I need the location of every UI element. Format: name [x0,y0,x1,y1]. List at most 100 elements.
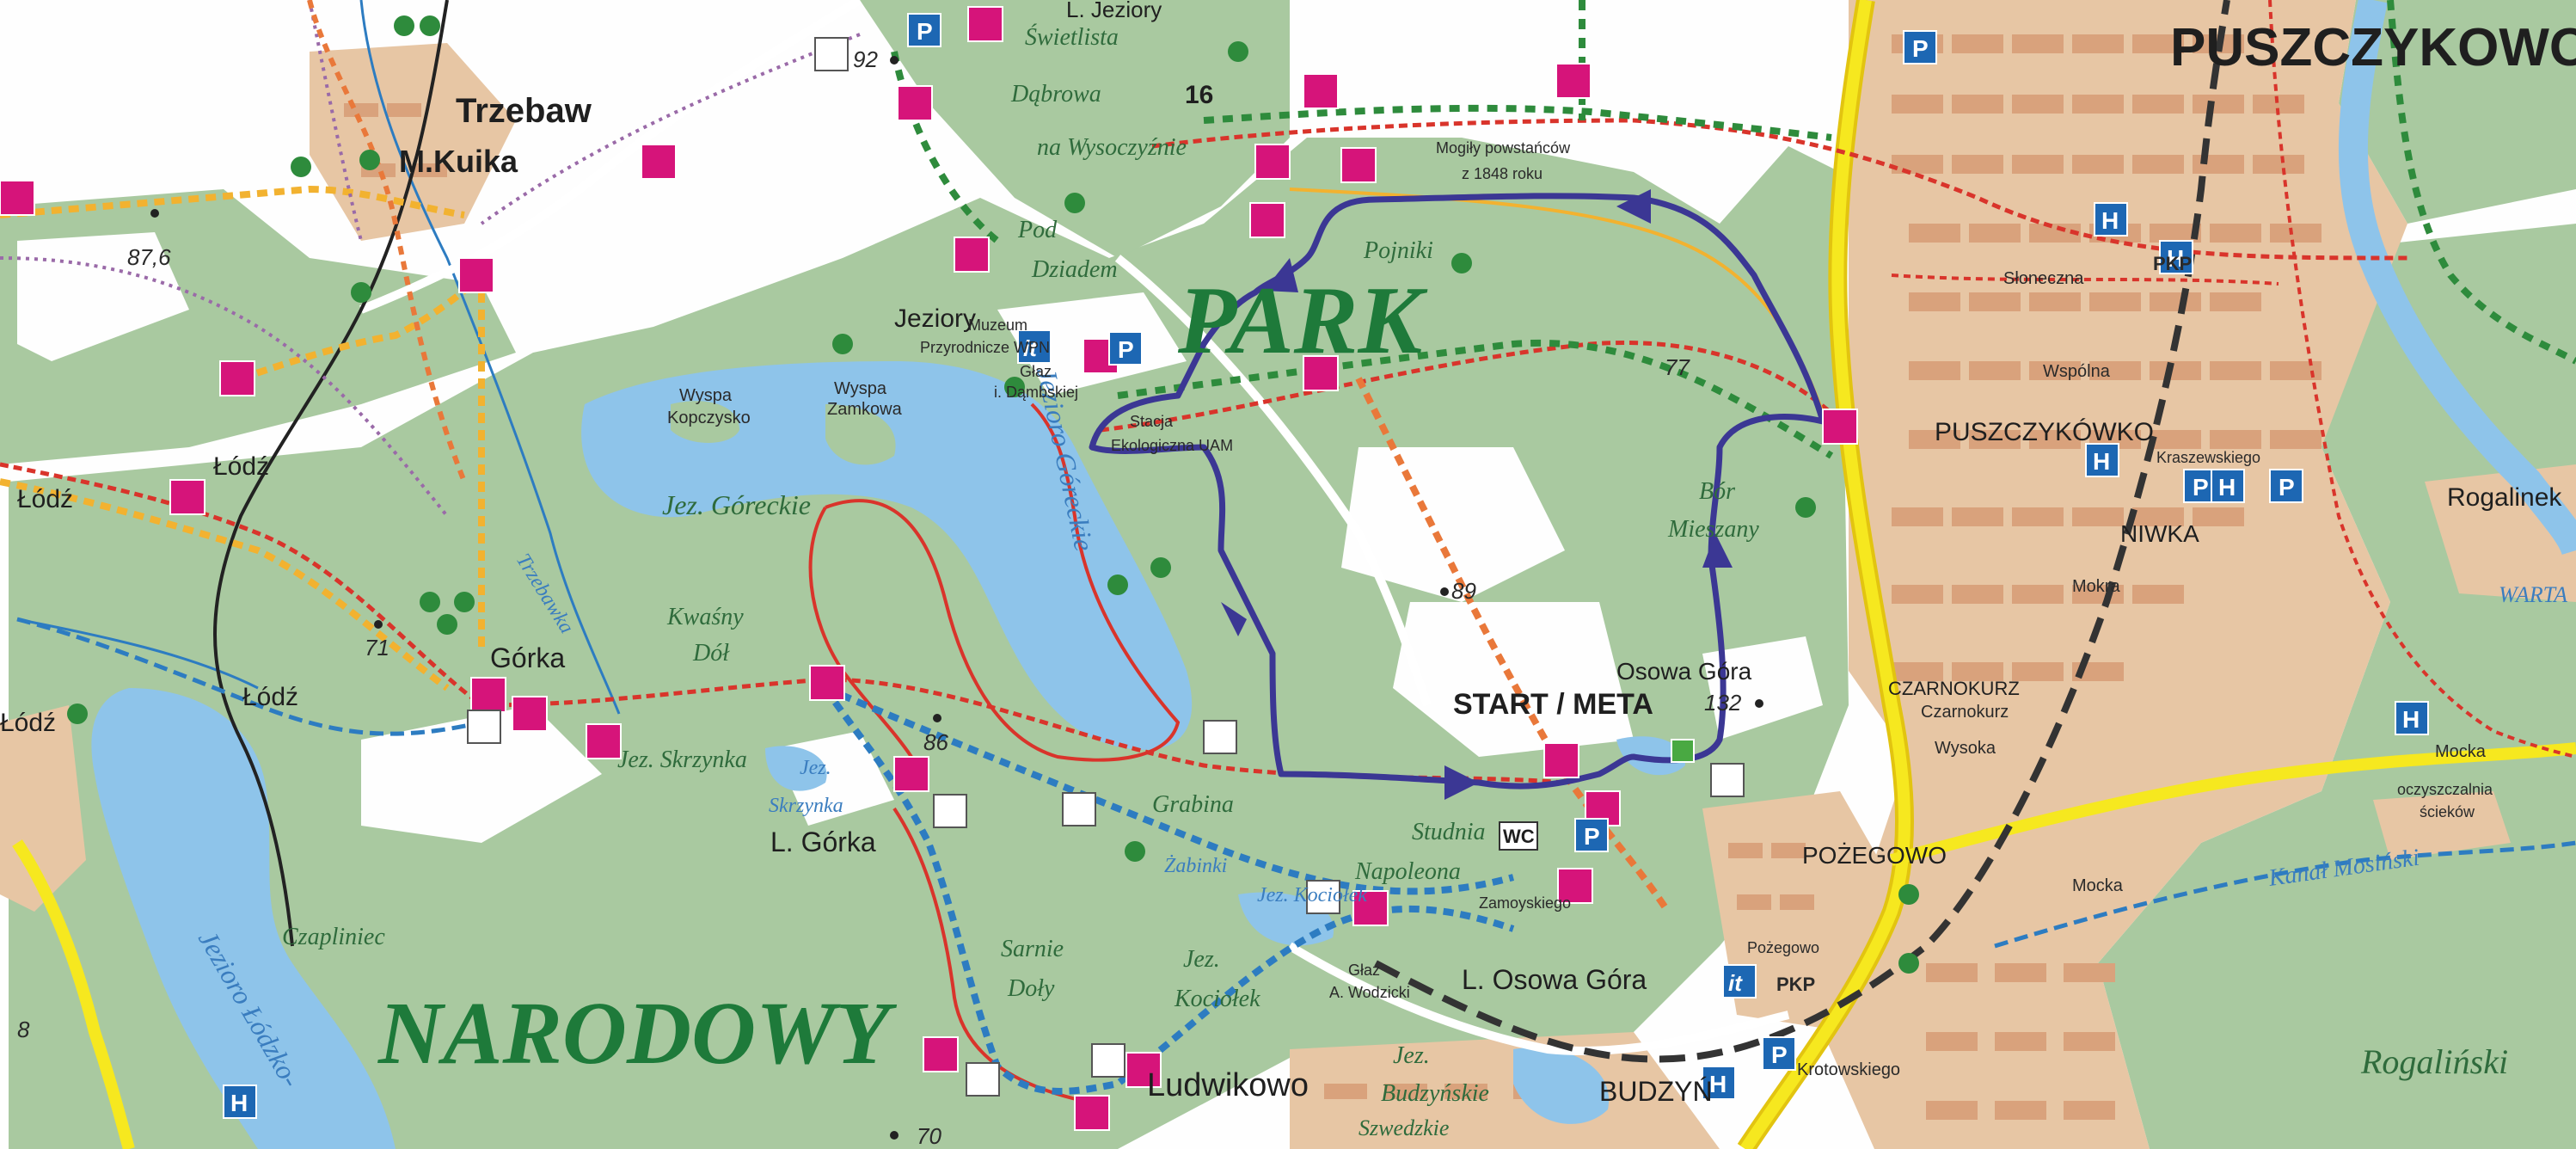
label-pojniki: Pojniki [1363,237,1433,264]
svg-text:P: P [1118,336,1134,363]
label-szwedzkie: Szwedzkie [1359,1115,1449,1140]
hiking-route-loop [1089,193,1826,790]
label-czapliniec: Czapliniec [282,924,385,950]
label-mokra: Mokra [2072,577,2120,596]
spot-height-92 [890,56,899,65]
spot-height-92-label: 92 [853,46,878,72]
svg-text:P: P [2279,474,2295,501]
label-wyspa-kop-2: Kopczysko [667,409,751,427]
label-budzyn: BUDZYŃ [1599,1076,1713,1107]
label-muzeum-1: Muzeum [968,316,1027,334]
label-zabinki: Żabinki [1164,855,1227,877]
info-icon: it it [1017,329,1757,998]
road-main-yellow-vertical-fill [1740,0,1911,1149]
label-swietlista-1: Świetlista [1025,24,1119,51]
road-main-yellow-west [12,839,135,1149]
label-wyspa-kop-1: Wyspa [679,386,733,405]
svg-text:it: it [1023,335,1038,361]
canal-mosinski [1994,840,2576,949]
label-kwasny-2: Dół [692,640,730,667]
label-bor-2: Mieszany [1667,516,1759,543]
label-skrzynka-blue-2: Skrzynka [769,795,843,817]
road-layer [12,0,2576,1149]
forest-area-northeast [2339,0,2576,224]
label-glaz-wodzicki-1: Głaz [1348,962,1380,979]
label-narodowy: NARODOWY [377,984,898,1083]
spot-height-70 [890,1131,899,1140]
label-wyspa-zam-1: Wyspa [834,379,887,398]
shelter-icon [467,37,1745,1097]
label-lodz-1: Łódź [213,452,269,481]
svg-text:it: it [1728,970,1743,996]
spot-heights: 87,6 92 77 89 86 71 70 132 8 [17,46,1763,1149]
tree-markers [67,15,1919,974]
svg-text:P: P [1584,823,1600,850]
label-jeziory-top: L. Jeziory [1066,0,1162,22]
label-lodz-3: Łódź [242,683,298,711]
label-studnia-2: Napoleona [1354,858,1461,885]
spot-height-86 [933,714,941,722]
pond-skrzynka [765,746,827,791]
label-mogily-2: z 1848 roku [1462,165,1543,182]
label-skrzynka-blue-1: Jez. [800,757,831,779]
spot-height-89-label: 89 [1451,578,1476,604]
label-mogily-1: Mogiły powstańców [1436,139,1571,157]
label-route-16: 16 [1185,81,1213,109]
label-zamoyskiego: Zamoyskiego [1479,894,1571,912]
trail-orange [1355,377,1671,914]
label-jez-budzynskie-1: Jez. [1393,1042,1430,1069]
trail-green-north [891,51,1832,244]
svg-text:P: P [2193,474,2209,501]
label-swietlista-3: na Wysoczyźnie [1037,134,1187,161]
lake-goreckie [581,361,1193,750]
label-wyspa-zam-2: Zamkowa [827,400,903,419]
forest-area-north [860,0,1290,258]
label-warta: WARTA [2499,582,2567,607]
road-white-1 [359,0,862,314]
budzyn-area [1290,1032,1720,1149]
parking-icon: P P P P P P P [907,13,2303,1071]
mocka-area [2373,791,2511,860]
trail-red-lgorka [892,807,1084,1103]
label-czarnokurz-2: Czarnokurz [1921,703,2009,722]
route-arrow-3 [1221,602,1247,636]
clearing-6 [1702,636,1823,740]
label-jez-kociolek-3: Kociołek [1174,986,1260,1012]
road-white-3 [1114,255,1432,707]
wc-label: WC [1503,826,1535,847]
label-grabina: Grabina [1152,791,1234,818]
label-puszczykowo: PUSZCZYKOWO [2170,18,2576,77]
trail-orange-north [307,0,467,483]
label-rogalinek: Rogalinek [2447,483,2562,512]
label-glaz-wodzicki-2: A. Wodzicki [1329,984,1410,1001]
label-stacja-1: Stacja [1130,413,1174,430]
trail-purple [0,0,861,518]
label-jez-kociolek-blue: Jez. Kociołek [1257,884,1367,906]
trail-red-west [0,462,483,707]
label-sarnie-1: Sarnie [1001,936,1064,962]
label-trzebaw: Trzebaw [456,92,592,130]
label-oczyszczalnia-1: oczyszczalnia [2397,781,2493,798]
svg-text:P: P [1912,35,1929,62]
label-jez-skrzynka: Jez. Skrzynka [617,747,747,773]
label-ludwikowo: Ludwikowo [1147,1067,1309,1103]
svg-text:H: H [2167,245,2184,272]
label-sloneczna: Słoneczna [2003,269,2084,288]
label-start-meta: START / META [1453,688,1653,721]
clearing-nw [17,232,189,361]
stream-west [16,618,259,690]
spot-height-87 [150,209,159,218]
label-krotowskiego: Krotowskiego [1797,1060,1900,1079]
water-layer [16,0,2576,1149]
label-rogalinski: Rogaliński [2360,1042,2508,1081]
label-pkp-1: PKP [2153,253,2192,274]
lake-budzynskie [1513,1048,1610,1124]
label-jez-kociolek-2: Jez. [1183,946,1220,973]
label-wysoka: Wysoka [1935,739,1996,758]
island-kopczysko [671,401,739,443]
svg-text:H: H [2402,706,2420,733]
label-jeziory: Jeziory [894,304,976,333]
label-mocka-2: Mocka [2072,876,2124,895]
label-swietlista-2: Dąbrowa [1010,81,1101,108]
